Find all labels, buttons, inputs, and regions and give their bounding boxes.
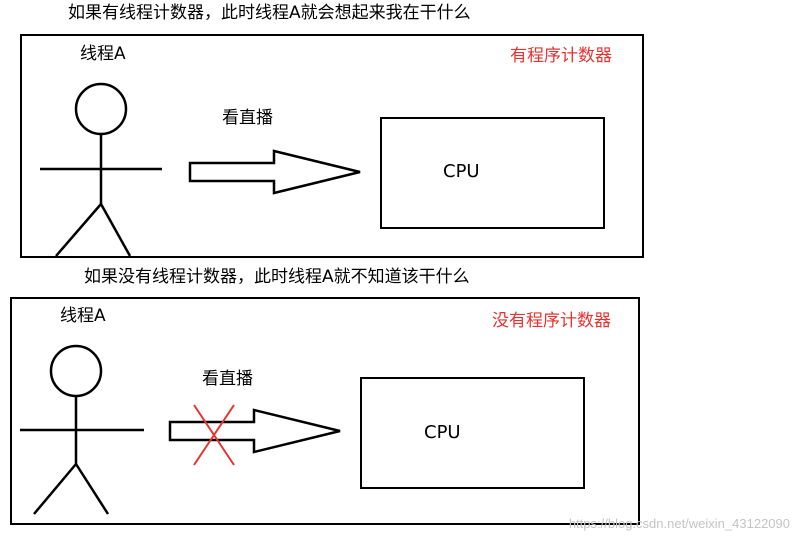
bottom-cpu-label: CPU: [424, 422, 461, 443]
top-cpu-label: CPU: [443, 161, 480, 182]
blocked-cross-icon: [193, 404, 235, 466]
top-thread-label: 线程A: [80, 44, 126, 64]
top-action-label: 看直播: [222, 108, 273, 128]
bottom-stick-figure-left-leg: [33, 463, 77, 515]
top-caption: 如果有线程计数器，此时线程A就会想起来我在干什么: [68, 3, 471, 23]
top-stick-figure-head: [74, 82, 128, 136]
bottom-corner-label: 没有程序计数器: [492, 311, 611, 331]
bottom-arrow: [168, 408, 341, 454]
top-corner-label: 有程序计数器: [510, 46, 612, 66]
watermark: https://blog.csdn.net/weixin_43122090: [568, 516, 790, 531]
bottom-action-label: 看直播: [202, 369, 253, 389]
top-stick-figure-left-leg: [55, 203, 102, 257]
top-panel: [20, 34, 644, 258]
top-stick-figure-right-leg: [99, 203, 132, 257]
top-arrow: [188, 149, 361, 195]
bottom-stick-figure-head: [49, 344, 103, 398]
top-stick-figure: [40, 82, 162, 257]
bottom-cpu-box: [360, 377, 585, 489]
bottom-stick-figure-right-leg: [74, 463, 110, 515]
bottom-stick-figure: [20, 344, 144, 515]
bottom-panel: [10, 297, 640, 525]
bottom-thread-label: 线程A: [60, 306, 106, 326]
bottom-caption: 如果没有线程计数器，此时线程A就不知道该干什么: [84, 267, 470, 287]
top-cpu-box: [380, 117, 605, 229]
